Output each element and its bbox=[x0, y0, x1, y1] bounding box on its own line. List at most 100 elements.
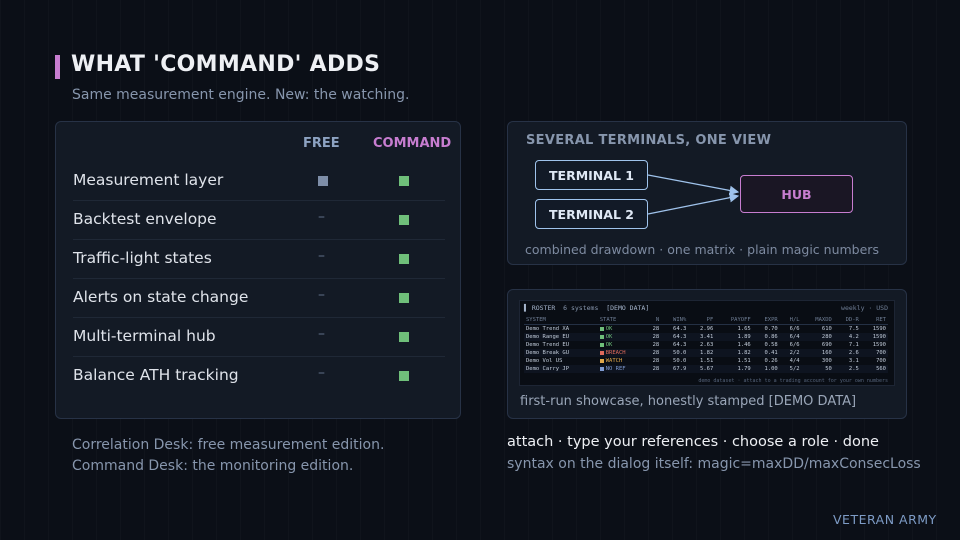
roster-cell: 610 bbox=[821, 326, 832, 332]
roster-cell: 280 bbox=[801, 333, 834, 341]
roster-cell: 3.41 bbox=[688, 333, 716, 341]
roster-column-header: MAXDD bbox=[801, 316, 834, 325]
state-indicator bbox=[599, 358, 604, 363]
roster-cell: 1.51 bbox=[700, 358, 714, 364]
roster-cell: 64.3 bbox=[673, 326, 687, 332]
roster-system-name: Demo Range EU bbox=[524, 333, 598, 341]
column-header-command: COMMAND bbox=[373, 136, 452, 151]
roster-cell: 2.5 bbox=[833, 365, 861, 373]
free-not-included-marker: – bbox=[318, 326, 325, 342]
command-included-marker bbox=[399, 176, 409, 186]
state-indicator bbox=[599, 342, 604, 347]
roster-column-header: PF bbox=[688, 316, 716, 325]
roster-state-cell: OK bbox=[598, 341, 645, 349]
roster-cell: 5.67 bbox=[688, 365, 716, 373]
roster-state: NO REF bbox=[605, 366, 626, 372]
roster-cell: 28 bbox=[652, 326, 660, 332]
feature-label: Alerts on state change bbox=[73, 288, 249, 306]
free-not-included-marker: – bbox=[318, 287, 325, 303]
syntax-hint: syntax on the dialog itself: magic=maxDD… bbox=[507, 456, 921, 472]
roster-state-cell: BREACH bbox=[597, 349, 645, 357]
roster-cell: 1.89 bbox=[715, 333, 753, 341]
roster-cell: 1590 bbox=[872, 326, 886, 332]
roster-cell: 0.86 bbox=[752, 333, 780, 341]
roster-note: demo dataset · attach to a trading accou… bbox=[698, 378, 888, 384]
roster-cell: 7.5 bbox=[848, 326, 859, 332]
edition-note-free: Correlation Desk: free measurement editi… bbox=[72, 437, 385, 453]
roster-cell: 1.65 bbox=[737, 326, 751, 332]
roster-period: weekly · USD bbox=[841, 304, 888, 312]
roster-cell: 1590 bbox=[872, 342, 886, 348]
command-included-marker bbox=[399, 293, 409, 303]
feature-row: Measurement layer bbox=[73, 162, 445, 201]
roster-system-name: Demo Break GU bbox=[524, 349, 598, 357]
title-accent-bar bbox=[55, 55, 60, 79]
roster-cell: 2.6 bbox=[833, 349, 861, 357]
roster-cell: 28 bbox=[644, 333, 662, 341]
roster-cell: 64.3 bbox=[673, 342, 687, 348]
roster-title: ROSTER bbox=[531, 304, 556, 312]
roster-cell: 28 bbox=[644, 365, 662, 373]
roster-cell: 1590 bbox=[860, 333, 888, 341]
feature-label: Balance ATH tracking bbox=[73, 366, 239, 384]
setup-steps: attach · type your references · choose a… bbox=[507, 434, 879, 450]
roster-state-cell: WATCH bbox=[598, 357, 645, 365]
page-subtitle: Same measurement engine. New: the watchi… bbox=[72, 87, 410, 103]
roster-column-header: PAYOFF bbox=[715, 316, 753, 325]
roster-demo-tag: [DEMO DATA] bbox=[606, 304, 650, 312]
roster-cell: 0.41 bbox=[752, 349, 780, 357]
roster-column-header: DD-R bbox=[833, 316, 861, 325]
terminal-to-hub-arrows bbox=[647, 174, 740, 215]
terminals-panel-caption: combined drawdown · one matrix · plain m… bbox=[525, 242, 879, 257]
feature-label: Backtest envelope bbox=[73, 210, 217, 228]
feature-label: Measurement layer bbox=[73, 171, 224, 189]
edition-notes: Correlation Desk: free measurement editi… bbox=[72, 435, 384, 477]
roster-state-cell: NO REF bbox=[597, 365, 645, 373]
roster-cell: 50 bbox=[801, 365, 834, 373]
free-included-marker bbox=[318, 176, 328, 186]
roster-state: BREACH bbox=[605, 350, 626, 356]
roster-system-name: Demo Trend EU bbox=[526, 342, 570, 348]
roster-cell: 1.51 bbox=[737, 358, 751, 364]
roster-cell: 0.26 bbox=[764, 358, 778, 364]
roster-column-header: EXPR bbox=[752, 316, 780, 325]
terminals-panel-heading: SEVERAL TERMINALS, ONE VIEW bbox=[526, 133, 772, 148]
terminal-2-node: TERMINAL 2 bbox=[535, 199, 648, 229]
roster-cell: 560 bbox=[860, 365, 888, 373]
command-included-marker bbox=[399, 332, 409, 342]
roster-cell: 4/4 bbox=[789, 358, 800, 364]
edition-note-command: Command Desk: the monitoring edition. bbox=[72, 458, 354, 474]
roster-screenshot: ▌ ROSTER 6 systems [DEMO DATA] weekly · … bbox=[519, 300, 895, 386]
roster-column-header: N bbox=[644, 316, 662, 325]
roster-cell: 2/2 bbox=[779, 349, 802, 357]
roster-cell: 1.79 bbox=[715, 365, 753, 373]
state-indicator bbox=[599, 334, 604, 339]
roster-column-header: STATE bbox=[597, 316, 645, 325]
hub-node: HUB bbox=[740, 175, 853, 213]
roster-cell: 5/2 bbox=[779, 365, 802, 373]
roster-caption: first-run showcase, honestly stamped [DE… bbox=[520, 394, 857, 409]
roster-state: OK bbox=[605, 342, 613, 348]
feature-row: Backtest envelope – bbox=[73, 201, 445, 240]
roster-system-name: Demo Carry JP bbox=[524, 365, 598, 373]
terminal-1-node: TERMINAL 1 bbox=[535, 160, 648, 190]
command-included-marker bbox=[399, 215, 409, 225]
roster-cell: 4.2 bbox=[833, 333, 861, 341]
roster-cell: 1.82 bbox=[715, 349, 753, 357]
free-not-included-marker: – bbox=[318, 365, 325, 381]
feature-row: Multi-terminal hub– bbox=[73, 318, 445, 357]
command-included-marker bbox=[399, 254, 409, 264]
roster-cell: 0.58 bbox=[764, 342, 778, 348]
roster-header: ▌ ROSTER 6 systems [DEMO DATA] bbox=[524, 304, 650, 312]
roster-system-name: Demo Trend XA bbox=[526, 326, 570, 332]
state-indicator bbox=[599, 326, 604, 331]
roster-cell: 300 bbox=[821, 358, 832, 364]
free-not-included-marker: – bbox=[318, 209, 325, 225]
roster-cell: 700 bbox=[876, 358, 886, 364]
